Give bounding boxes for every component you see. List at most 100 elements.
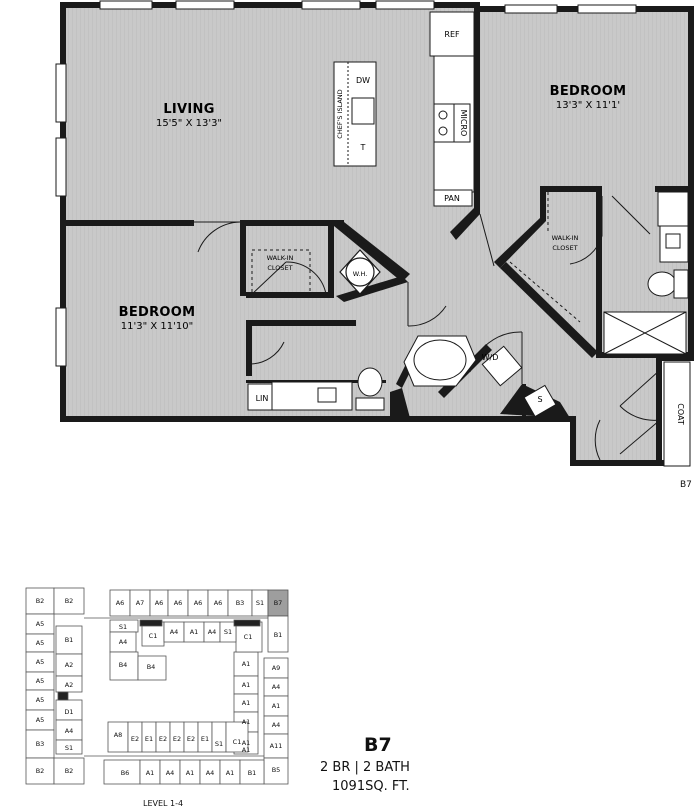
coat-label: COAT <box>676 403 685 425</box>
svg-text:A5: A5 <box>36 696 45 704</box>
bath-fixtures <box>247 191 691 467</box>
unit-rooms: 2 BR | 2 BATH <box>320 760 410 775</box>
svg-text:A1: A1 <box>226 769 235 777</box>
bedroom-right-dims: 13'3" X 11'1' <box>556 100 620 111</box>
svg-text:B3: B3 <box>36 740 45 748</box>
island-label: CHEF'S ISLAND <box>336 89 344 138</box>
svg-text:A1: A1 <box>190 628 199 636</box>
kitchen-fixtures <box>333 11 475 207</box>
bedroom-left-title: BEDROOM <box>119 305 196 320</box>
svg-text:B6: B6 <box>121 769 130 777</box>
wh-label: W.H. <box>353 270 368 278</box>
keyplan-top-row <box>109 589 289 617</box>
svg-text:A1: A1 <box>242 746 251 754</box>
svg-text:A4: A4 <box>166 769 175 777</box>
closet-label-2: CLOSET <box>552 244 577 252</box>
svg-text:S1: S1 <box>224 628 232 636</box>
svg-text:A5: A5 <box>36 716 45 724</box>
svg-text:E2: E2 <box>187 735 195 743</box>
svg-text:A1: A1 <box>242 718 251 726</box>
svg-text:A11: A11 <box>270 742 283 750</box>
lin-label: LIN <box>256 394 269 403</box>
svg-text:B4: B4 <box>147 663 156 671</box>
dw-label: DW <box>356 76 370 85</box>
living-title: LIVING <box>163 102 214 117</box>
svg-text:A4: A4 <box>208 628 217 636</box>
walkin-label-2: WALK-IN <box>552 234 579 242</box>
svg-text:A5: A5 <box>36 677 45 685</box>
svg-text:E1: E1 <box>201 735 209 743</box>
svg-text:A1: A1 <box>186 769 195 777</box>
svg-text:B1: B1 <box>65 636 74 644</box>
svg-text:A5: A5 <box>36 620 45 628</box>
svg-text:A6: A6 <box>214 599 223 607</box>
bedroom-right-title: BEDROOM <box>550 84 627 99</box>
svg-text:A4: A4 <box>206 769 215 777</box>
svg-text:A1: A1 <box>146 769 155 777</box>
svg-text:A6: A6 <box>174 599 183 607</box>
svg-text:A8: A8 <box>114 731 123 739</box>
svg-text:B1: B1 <box>248 769 257 777</box>
svg-text:A1: A1 <box>242 681 251 689</box>
svg-text:C1: C1 <box>244 633 253 641</box>
pan-label: PAN <box>444 194 460 203</box>
svg-text:A5: A5 <box>36 639 45 647</box>
svg-text:A1: A1 <box>242 699 251 707</box>
svg-text:A4: A4 <box>119 638 128 646</box>
micro-label: MICRO <box>459 110 468 137</box>
svg-text:A7: A7 <box>136 599 145 607</box>
walkin-label-1: WALK-IN <box>267 254 294 262</box>
t-label: T <box>360 143 366 152</box>
svg-text:E2: E2 <box>131 735 139 743</box>
svg-text:A4: A4 <box>65 727 74 735</box>
plan-unit-code: B7 <box>680 480 692 490</box>
fixture-labels: REF DW MICRO CHEF'S ISLAND T PAN WALK-IN… <box>256 30 685 425</box>
svg-text:E2: E2 <box>173 735 181 743</box>
svg-text:B2: B2 <box>36 597 45 605</box>
svg-text:A1: A1 <box>272 702 281 710</box>
svg-text:C1: C1 <box>149 632 158 640</box>
svg-text:A4: A4 <box>170 628 179 636</box>
svg-text:B2: B2 <box>65 597 74 605</box>
closet-label-1: CLOSET <box>267 264 292 272</box>
svg-text:S1: S1 <box>65 744 73 752</box>
svg-text:B2: B2 <box>65 767 74 775</box>
closet-shelves <box>251 192 581 323</box>
svg-text:B3: B3 <box>236 599 245 607</box>
svg-text:B2: B2 <box>36 767 45 775</box>
windows <box>55 0 637 367</box>
svg-text:A2: A2 <box>65 661 74 669</box>
keyplan-left-col <box>25 587 85 785</box>
svg-text:B4: B4 <box>119 661 128 669</box>
svg-text:B5: B5 <box>272 766 281 774</box>
svg-text:S1: S1 <box>119 623 127 631</box>
svg-text:C1: C1 <box>233 738 242 746</box>
interior-walls <box>64 6 690 418</box>
svg-text:A4: A4 <box>272 721 281 729</box>
bedroom-left-dims: 11'3" X 11'10" <box>121 321 193 332</box>
keyplan-highlight-unit: B7 <box>274 599 283 607</box>
svg-text:A1: A1 <box>242 739 251 747</box>
ref-label: REF <box>444 30 460 39</box>
svg-text:E1: E1 <box>145 735 153 743</box>
svg-text:A2: A2 <box>65 681 74 689</box>
svg-text:E2: E2 <box>159 735 167 743</box>
water-heater <box>339 249 381 295</box>
svg-text:A1: A1 <box>242 660 251 668</box>
unit-name: B7 <box>364 734 392 756</box>
svg-text:S1: S1 <box>215 740 223 748</box>
wd-label: W/D <box>482 353 499 362</box>
svg-text:A5: A5 <box>36 658 45 666</box>
floor-area <box>64 6 690 462</box>
svg-text:B1: B1 <box>274 631 283 639</box>
svg-text:A4: A4 <box>272 683 281 691</box>
room-labels: LIVING 15'5" X 13'3" BEDROOM 13'3" X 11'… <box>119 84 627 332</box>
svg-text:A9: A9 <box>272 664 281 672</box>
s-label: S <box>537 395 542 404</box>
keyplan-labels: A6 A7 A6 A6 A6 A6 B3 S1 B7 B2 B2 A5 A5 A… <box>36 597 283 777</box>
svg-text:D1: D1 <box>64 708 73 716</box>
svg-text:A6: A6 <box>155 599 164 607</box>
svg-text:S1: S1 <box>256 599 264 607</box>
keyplan-bottom-row <box>103 759 265 785</box>
